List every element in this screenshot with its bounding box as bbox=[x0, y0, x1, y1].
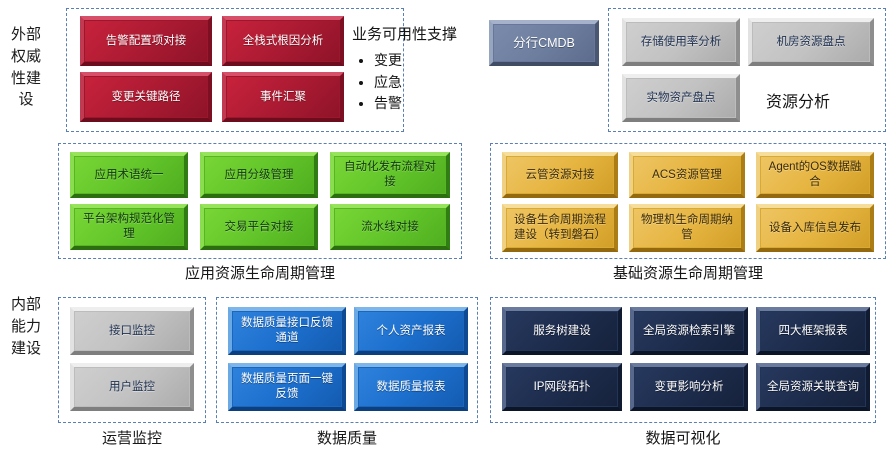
box-label: 设备入库信息发布 bbox=[769, 221, 861, 234]
box-label: 全栈式根因分析 bbox=[242, 34, 324, 47]
group-alarm bbox=[66, 8, 404, 132]
box-pipeline-docking[interactable]: 流水线对接 bbox=[330, 204, 450, 250]
box-global-resource-search-engine[interactable]: 全局资源检索引擎 bbox=[630, 307, 748, 355]
rail-label-external: 外部权威性建设 bbox=[10, 26, 41, 109]
box-service-tree-construction[interactable]: 服务树建设 bbox=[502, 307, 622, 355]
list-item: 应急 bbox=[374, 72, 482, 94]
box-label: 事件汇聚 bbox=[260, 90, 306, 103]
box-device-inbound-info-publish[interactable]: 设备入库信息发布 bbox=[756, 204, 874, 252]
box-label: 全局资源检索引擎 bbox=[643, 324, 735, 337]
box-label: 存储使用率分析 bbox=[640, 35, 722, 48]
box-label: 应用术语统一 bbox=[94, 168, 164, 181]
box-acs-resource-management[interactable]: ACS资源管理 bbox=[629, 152, 745, 198]
group-ops-monitor bbox=[58, 297, 206, 423]
box-interface-monitoring[interactable]: 接口监控 bbox=[70, 307, 194, 355]
resource-analysis-title: 资源分析 bbox=[766, 94, 831, 111]
box-user-monitoring[interactable]: 用户监控 bbox=[70, 363, 194, 411]
box-branch-cmdb[interactable]: 分行CMDB bbox=[489, 20, 599, 66]
box-label: 实物资产盘点 bbox=[646, 91, 716, 104]
box-data-quality-page-one-click-feedback[interactable]: 数据质量页面一键反馈 bbox=[228, 363, 346, 411]
caption-data-quality: 数据质量 bbox=[316, 430, 377, 447]
group-infra-lifecycle bbox=[490, 143, 886, 259]
group-resource-analysis bbox=[608, 8, 886, 132]
box-label: 接口监控 bbox=[109, 324, 155, 337]
box-change-impact-analysis[interactable]: 变更影响分析 bbox=[630, 363, 748, 411]
group-data-visualization bbox=[490, 297, 876, 423]
box-change-critical-path[interactable]: 变更关键路径 bbox=[80, 72, 212, 122]
box-automated-release-process-docking[interactable]: 自动化发布流程对接 bbox=[330, 152, 450, 198]
caption-app-lifecycle: 应用资源生命周期管理 bbox=[184, 265, 335, 282]
box-four-framework-report[interactable]: 四大框架报表 bbox=[756, 307, 870, 355]
box-physical-machine-lifecycle[interactable]: 物理机生命周期纳管 bbox=[629, 204, 745, 252]
list-item: 告警 bbox=[374, 93, 482, 115]
box-event-aggregation[interactable]: 事件汇聚 bbox=[222, 72, 344, 122]
box-label: Agent的OS数据融合 bbox=[768, 161, 862, 188]
box-label: ACS资源管理 bbox=[652, 168, 722, 181]
box-label: 平台架构规范化管理 bbox=[83, 213, 175, 240]
box-label: 服务树建设 bbox=[533, 324, 591, 337]
box-platform-arch-standardization[interactable]: 平台架构规范化管理 bbox=[70, 204, 188, 250]
box-label: 云管资源对接 bbox=[525, 168, 595, 181]
box-trading-platform-docking[interactable]: 交易平台对接 bbox=[200, 204, 318, 250]
box-label: 流水线对接 bbox=[361, 220, 419, 233]
box-data-quality-report[interactable]: 数据质量报表 bbox=[354, 363, 468, 411]
box-label: 告警配置项对接 bbox=[105, 34, 187, 47]
box-label: 四大框架报表 bbox=[778, 324, 848, 337]
box-label: 物理机生命周期纳管 bbox=[641, 214, 733, 241]
group-app-lifecycle bbox=[58, 143, 462, 259]
caption-ops-monitor: 运营监控 bbox=[101, 430, 162, 447]
business-availability-block: 业务可用性支撑 变更 应急 告警 bbox=[352, 26, 482, 115]
box-label: 数据质量页面一键反馈 bbox=[241, 373, 333, 400]
box-label: 全局资源关联查询 bbox=[767, 380, 859, 393]
caption-infra-lifecycle: 基础资源生命周期管理 bbox=[612, 265, 763, 282]
box-cloud-resource-docking[interactable]: 云管资源对接 bbox=[502, 152, 618, 198]
box-label: 数据质量接口反馈通道 bbox=[241, 317, 333, 344]
box-physical-asset-inventory[interactable]: 实物资产盘点 bbox=[622, 74, 740, 122]
box-label: 机房资源盘点 bbox=[776, 35, 846, 48]
rail-label-internal: 内部能力建设 bbox=[10, 296, 41, 357]
box-label: 交易平台对接 bbox=[224, 220, 294, 233]
box-data-quality-interface-feedback[interactable]: 数据质量接口反馈通道 bbox=[228, 307, 346, 355]
box-alarm-config-docking[interactable]: 告警配置项对接 bbox=[80, 16, 212, 66]
business-availability-list: 变更 应急 告警 bbox=[352, 50, 482, 115]
box-agent-os-data-fusion[interactable]: Agent的OS数据融合 bbox=[756, 152, 874, 198]
box-personal-asset-report[interactable]: 个人资产报表 bbox=[354, 307, 468, 355]
caption-data-visualization: 数据可视化 bbox=[645, 430, 721, 447]
box-label: 设备生命周期流程建设（转到磐石） bbox=[514, 214, 606, 241]
box-label: 变更影响分析 bbox=[654, 380, 724, 393]
box-label: 分行CMDB bbox=[513, 36, 575, 50]
box-label: 变更关键路径 bbox=[111, 90, 181, 103]
box-storage-usage-analysis[interactable]: 存储使用率分析 bbox=[622, 18, 740, 66]
box-label: 自动化发布流程对接 bbox=[344, 161, 436, 188]
box-app-terminology-unification[interactable]: 应用术语统一 bbox=[70, 152, 188, 198]
box-ip-segment-topology[interactable]: IP网段拓扑 bbox=[502, 363, 622, 411]
box-label: IP网段拓扑 bbox=[533, 380, 591, 393]
business-availability-title: 业务可用性支撑 bbox=[352, 26, 458, 43]
list-item: 变更 bbox=[374, 50, 482, 72]
box-label: 应用分级管理 bbox=[224, 168, 294, 181]
box-label: 数据质量报表 bbox=[376, 380, 446, 393]
box-app-grading-management[interactable]: 应用分级管理 bbox=[200, 152, 318, 198]
box-global-resource-relation-query[interactable]: 全局资源关联查询 bbox=[756, 363, 870, 411]
group-data-quality bbox=[216, 297, 478, 423]
box-device-lifecycle-process[interactable]: 设备生命周期流程建设（转到磐石） bbox=[502, 204, 618, 252]
box-label: 用户监控 bbox=[109, 380, 155, 393]
box-datacenter-resource-inventory[interactable]: 机房资源盘点 bbox=[748, 18, 874, 66]
box-fullstack-rootcause[interactable]: 全栈式根因分析 bbox=[222, 16, 344, 66]
box-label: 个人资产报表 bbox=[376, 324, 446, 337]
